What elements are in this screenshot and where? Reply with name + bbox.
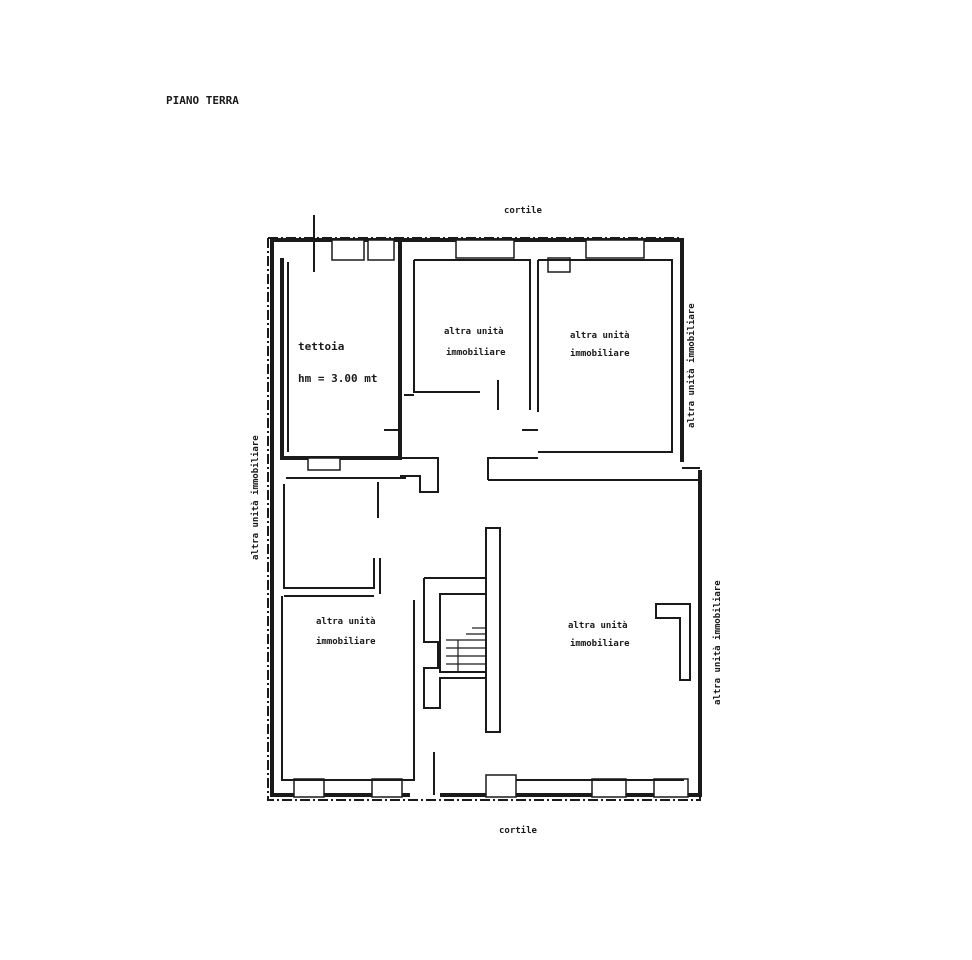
staircase (423, 527, 501, 733)
court-label-top: cortile (504, 205, 543, 216)
side-label-right-bottom: altra unità immobiliare (712, 580, 723, 705)
tettoia-height: hm = 3.00 mt (298, 372, 377, 385)
room-bottom-right-line1: altra unità (568, 620, 628, 631)
property-boundary (267, 237, 701, 801)
exterior-walls (270, 238, 702, 797)
room-top-right-line1: altra unità (570, 330, 630, 341)
room-bottom-left-line2: immobiliare (316, 636, 376, 647)
room-bottom-right-line2: immobiliare (570, 638, 630, 649)
room-top-middle (404, 259, 531, 410)
tettoia-area (280, 215, 402, 471)
room-bottom-left (281, 596, 435, 795)
side-label-left: altra unità immobiliare (250, 435, 261, 560)
room-bottom-right (516, 603, 691, 781)
room-top-middle-line1: altra unità (444, 326, 504, 337)
room-top-middle-line2: immobiliare (446, 347, 506, 358)
top-windows (331, 239, 645, 273)
room-bottom-left-line1: altra unità (316, 616, 376, 627)
side-label-right-top: altra unità immobiliare (686, 303, 697, 428)
court-label-bottom: cortile (499, 825, 538, 836)
room-top-right-line2: immobiliare (570, 348, 630, 359)
corridor-walls (283, 457, 700, 597)
tettoia-label: tettoia (298, 340, 344, 353)
floor-title: PIANO TERRA (166, 94, 239, 107)
room-top-right (522, 259, 673, 453)
